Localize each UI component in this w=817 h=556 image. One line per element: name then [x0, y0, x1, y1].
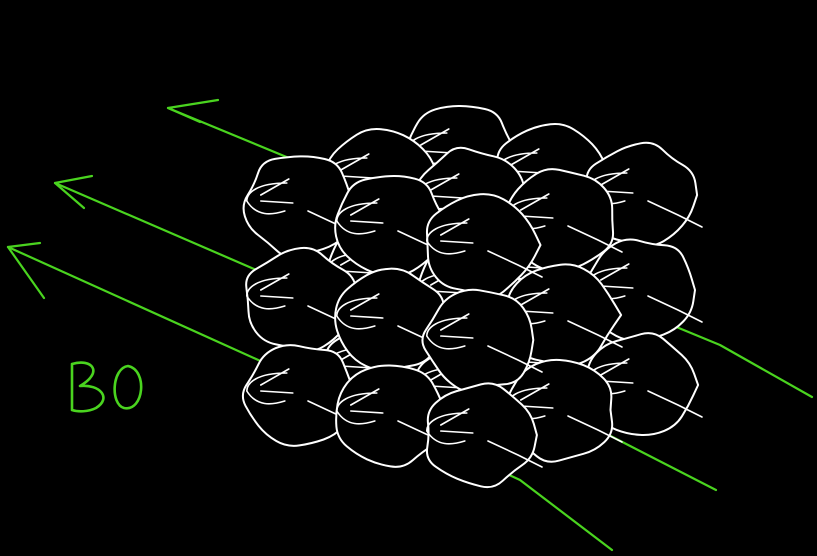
spin-blob [421, 288, 543, 393]
spin-blob-outline [425, 382, 538, 489]
spin-wing-mark [246, 368, 294, 405]
spin-blob [334, 267, 453, 371]
spin-blob [425, 382, 543, 489]
field-line-middle-arrowhead [53, 174, 94, 210]
spin-wing-mark [426, 313, 474, 350]
spin-blob-outline [245, 246, 359, 352]
spin-blob [334, 175, 453, 277]
spin-tail-line [567, 415, 623, 443]
spin-tail-line [487, 440, 543, 468]
spin-tail-line [487, 345, 543, 373]
spin-wing-mark [426, 218, 474, 255]
spin-blob-outline [425, 193, 542, 298]
spin-blob-outline [334, 175, 450, 277]
bo-text: BO [70, 411, 72, 413]
spin-wing-mark [246, 178, 294, 215]
spin-wing-mark [246, 273, 294, 310]
spin-wing-mark [336, 198, 384, 235]
field-line-bottom-arrowhead [6, 241, 46, 300]
bo-letter-b [70, 361, 105, 413]
spin-tail-line [487, 250, 543, 278]
field-line-top-arrowhead [166, 98, 220, 124]
spin-wing-mark [336, 388, 384, 425]
spin-blob [425, 193, 543, 298]
spin-wing-mark [426, 408, 474, 445]
spin-tail-line [647, 295, 703, 323]
spin-tail-line [647, 200, 703, 228]
bo-label: BO [70, 361, 143, 413]
bo-letter-o [113, 364, 143, 410]
spin-tail-line [567, 320, 623, 348]
spin-tail-line [647, 390, 703, 418]
spin-blob-outline [421, 288, 535, 393]
spin-tail-line [567, 225, 623, 253]
spin-wing-mark [336, 293, 384, 330]
spin-blob-lattice [241, 104, 703, 489]
spin-blob [335, 364, 453, 468]
spin-blob-outline [334, 267, 445, 371]
